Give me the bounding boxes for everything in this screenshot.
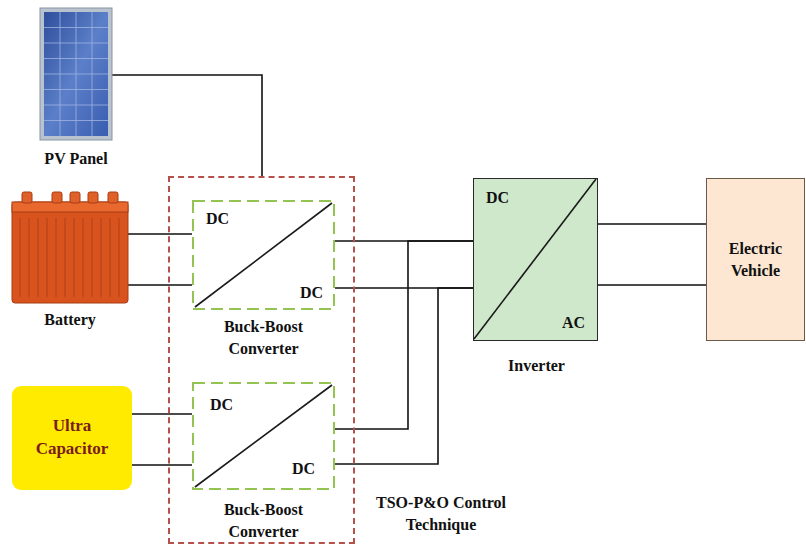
node-label: Battery [2, 309, 138, 331]
terminal-label: DC [210, 394, 233, 416]
ultra-capacitor-drawing [12, 386, 132, 490]
wire-connector [335, 241, 473, 464]
node-label: Buck-Boost Converter [182, 316, 345, 359]
control-group: TSO-P&O Control TechniqueDCDCBuck-Boost … [168, 176, 355, 544]
node-label: TSO-P&O Control Technique [366, 492, 516, 535]
wire-connector [335, 241, 473, 288]
terminal-label: AC [562, 312, 585, 334]
wire-connector [128, 234, 192, 285]
pv-panel: PV Panel [40, 8, 112, 140]
battery: Battery [12, 192, 128, 303]
terminal-label: DC [486, 187, 509, 209]
wire-connector [132, 414, 192, 465]
node-label: Electric Vehicle [715, 238, 797, 281]
node-label: Inverter [464, 355, 609, 377]
pv-panel-drawing [40, 8, 112, 140]
terminal-label: DC [206, 208, 229, 230]
electric-vehicle: Electric Vehicle [706, 178, 805, 341]
wire-connector [112, 75, 262, 176]
buck-boost-converter: DCDCBuck-Boost Converter [192, 382, 335, 490]
ultra-capacitor: Ultra Capacitor [12, 386, 132, 490]
node-label: PV Panel [10, 148, 142, 170]
battery-drawing [12, 192, 128, 303]
node-label: Ultra Capacitor [24, 415, 120, 461]
inverter: DCACInverter [473, 178, 598, 341]
wire-connector [598, 224, 706, 285]
terminal-label: DC [300, 282, 323, 304]
buck-boost-converter: DCDCBuck-Boost Converter [192, 200, 335, 310]
terminal-label: DC [292, 458, 315, 480]
electric-vehicle-drawing [707, 179, 806, 342]
control-group-drawing [170, 178, 357, 546]
node-label: Buck-Boost Converter [182, 499, 345, 542]
